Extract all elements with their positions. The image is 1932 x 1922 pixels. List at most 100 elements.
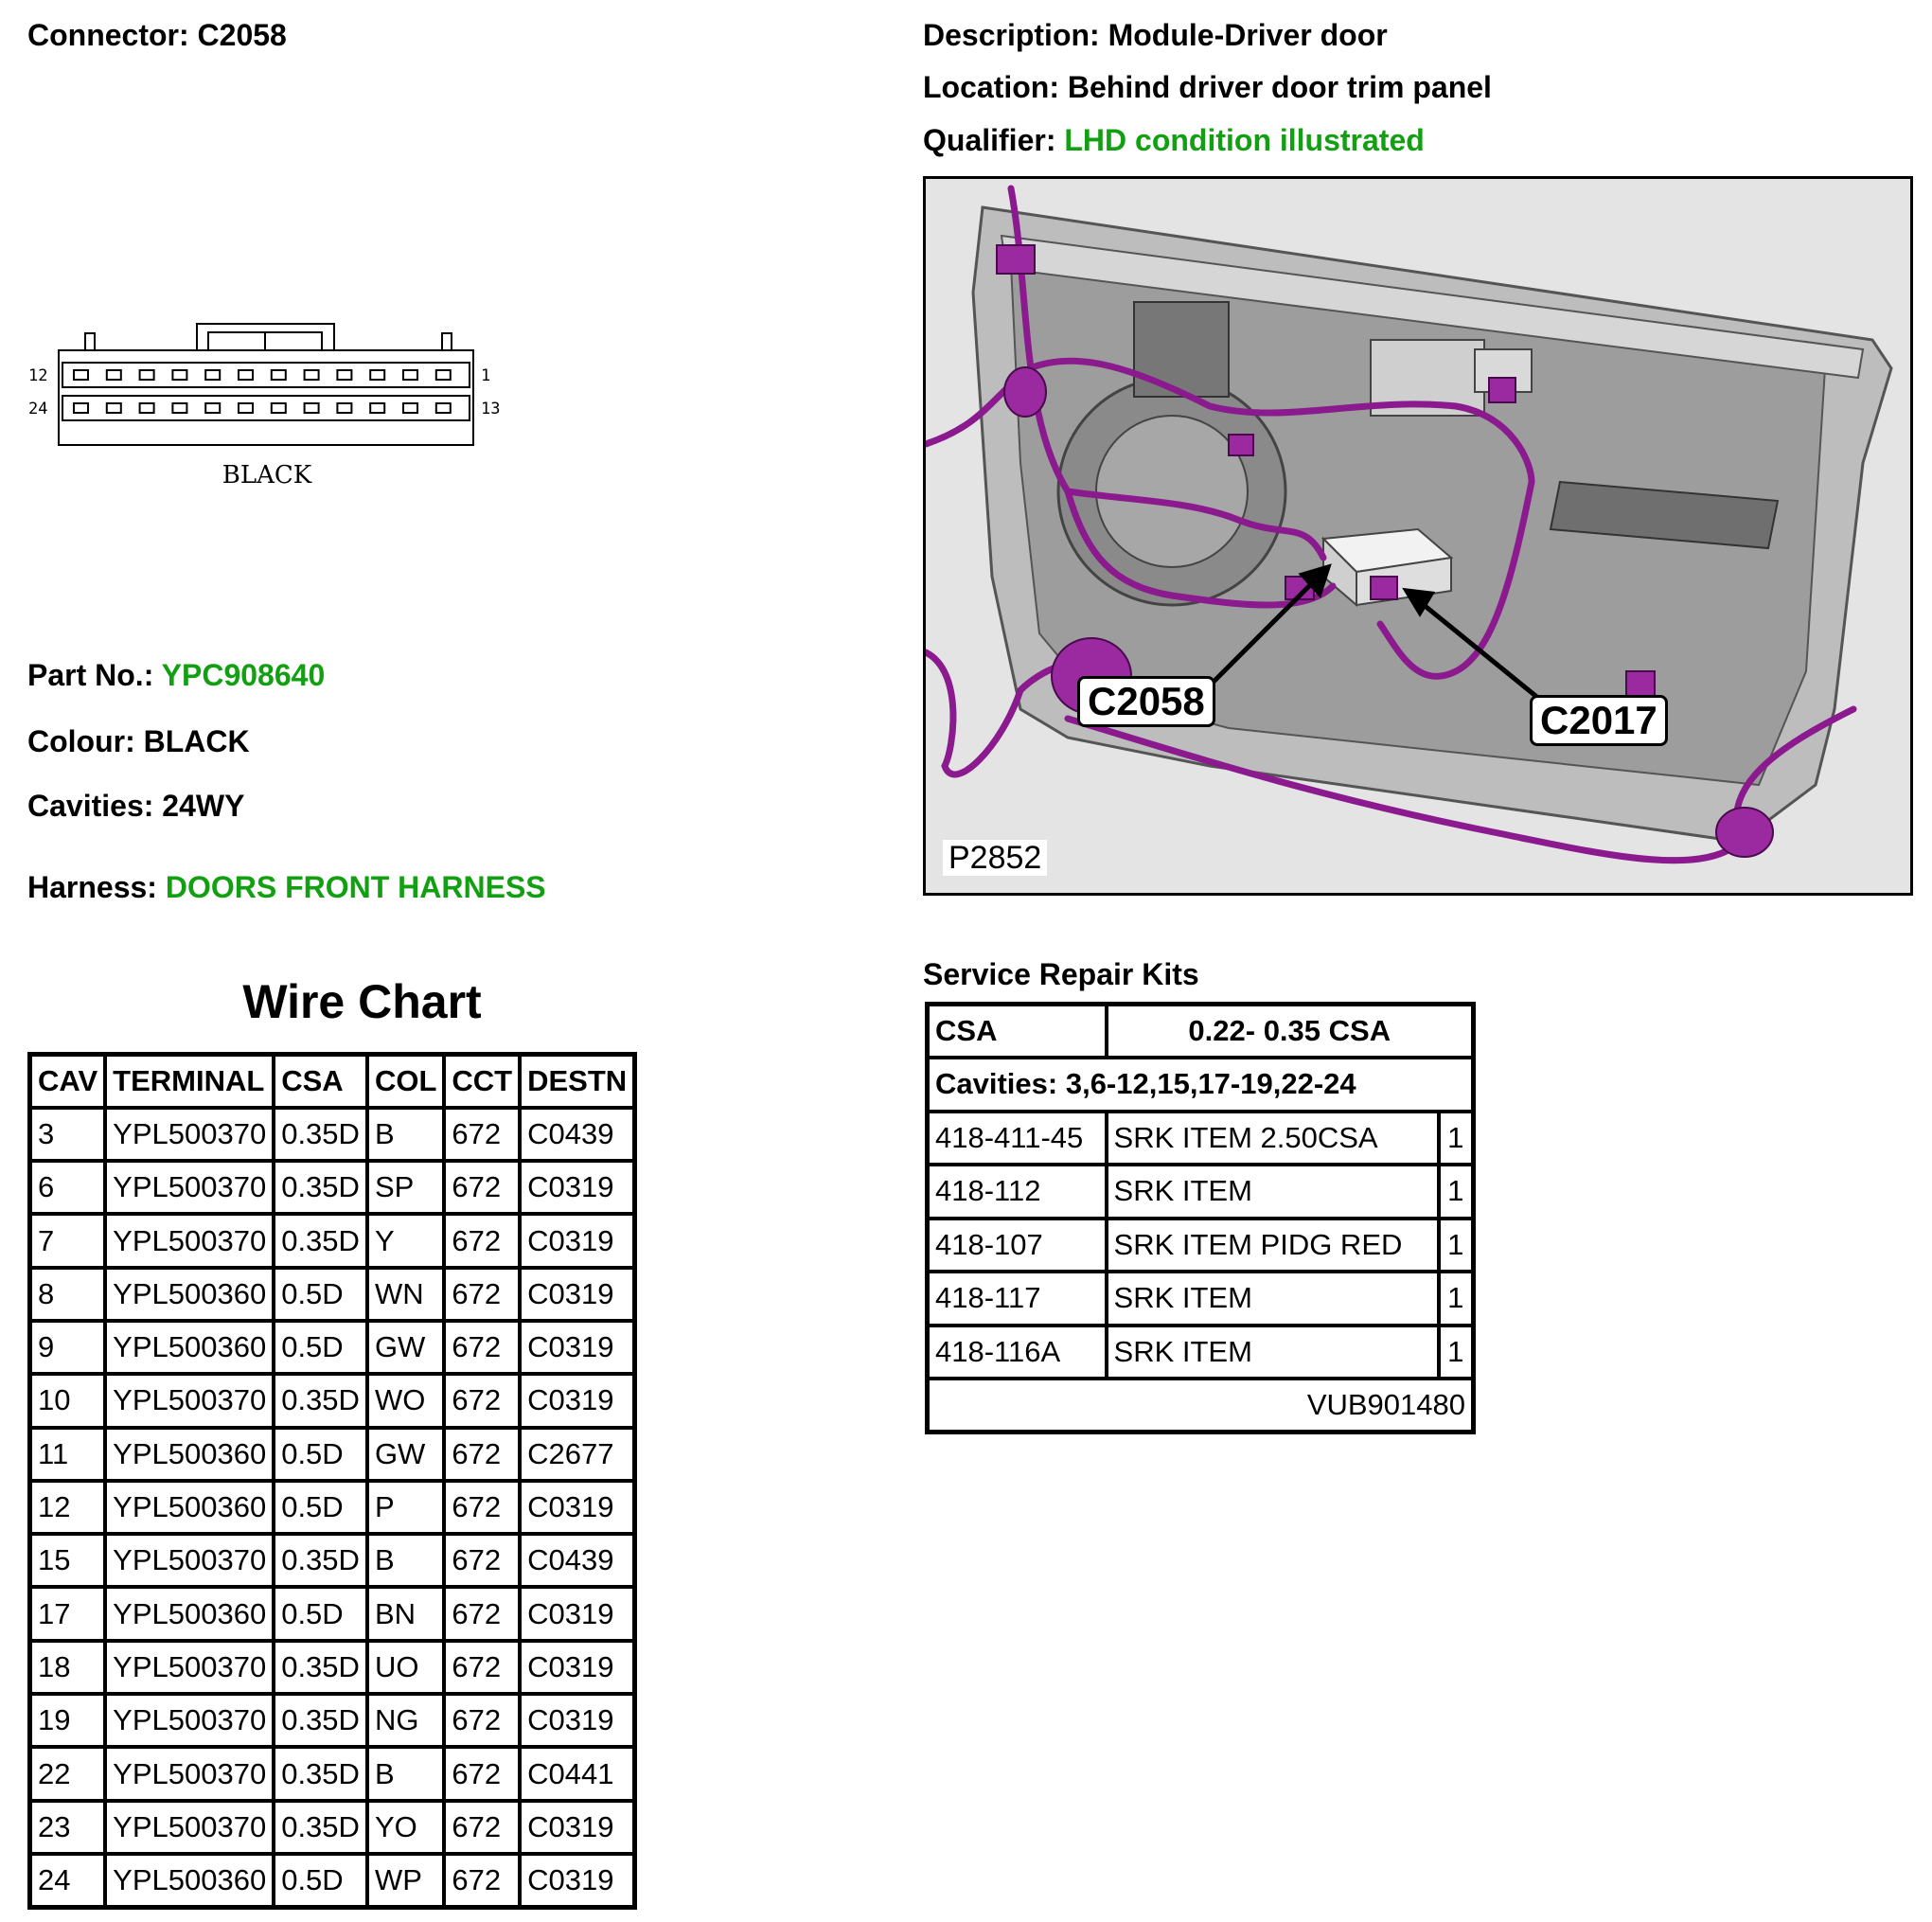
srk-title: Service Repair Kits: [923, 957, 1199, 991]
cell-destn: C0319: [518, 1585, 637, 1643]
cell-destn: C0439: [518, 1105, 637, 1164]
cell-col: NG: [364, 1692, 447, 1750]
cell-csa: 0.5D: [272, 1585, 369, 1643]
cavity: [402, 369, 418, 381]
cell-destn: C2677: [518, 1425, 637, 1483]
cell-cct: 672: [442, 1425, 523, 1483]
cavity: [105, 369, 122, 381]
wire-chart-title: Wire Chart: [242, 975, 482, 1028]
cavity: [73, 369, 89, 381]
cell-destn: C0319: [518, 1851, 637, 1910]
cavity: [204, 369, 222, 381]
srk-item-qty: 1: [1436, 1216, 1476, 1273]
pin-label-1: 1: [481, 366, 490, 385]
cell-col: B: [364, 1745, 447, 1803]
cell-terminal: YPL500360: [103, 1585, 276, 1643]
description-label: Description: Module-Driver door: [923, 18, 1388, 52]
cell-cct: 672: [442, 1692, 523, 1750]
location-value: Behind driver door trim panel: [1067, 70, 1492, 104]
cell-destn: C0319: [518, 1265, 637, 1323]
cavity: [336, 402, 353, 414]
cell-terminal: YPL500370: [103, 1745, 276, 1803]
cavity: [238, 402, 254, 414]
cavity: [402, 402, 418, 414]
cell-destn: C0319: [518, 1318, 637, 1377]
cell-cct: 672: [442, 1318, 523, 1377]
srk-item-code: 418-112: [925, 1163, 1108, 1220]
cell-destn: C0319: [518, 1212, 637, 1270]
door-illustration: C2058 C2017 P2852: [923, 176, 1913, 896]
cell-csa: 0.5D: [272, 1851, 369, 1910]
srk-table: CSA 0.22- 0.35 CSA Cavities: 3,6-12,15,1…: [925, 1002, 1476, 1434]
cavity: [105, 402, 122, 414]
wire-chart-header-cct: CCT: [442, 1052, 523, 1110]
srk-item-desc: SRK ITEM PIDG RED: [1104, 1216, 1441, 1273]
cavity-row-top: [73, 369, 452, 381]
cell-csa: 0.35D: [272, 1798, 369, 1856]
cavity: [434, 369, 452, 381]
cell-csa: 0.35D: [272, 1212, 369, 1270]
cell-terminal: YPL500370: [103, 1692, 276, 1750]
part-no-label: Part No.: YPC908640: [27, 658, 326, 692]
cell-cav: 8: [27, 1265, 108, 1323]
cell-col: WN: [364, 1265, 447, 1323]
cell-terminal: YPL500370: [103, 1798, 276, 1856]
srk-cavities: Cavities: 3,6-12,15,17-19,22-24: [925, 1056, 1476, 1113]
cell-cav: 7: [27, 1212, 108, 1270]
harness-label: Harness: DOORS FRONT HARNESS: [27, 870, 546, 904]
cell-cav: 6: [27, 1159, 108, 1217]
cavity: [303, 402, 320, 414]
srk-item-code: 418-116A: [925, 1323, 1108, 1380]
cell-csa: 0.35D: [272, 1638, 369, 1697]
cavity: [434, 402, 452, 414]
cell-cav: 22: [27, 1745, 108, 1803]
srk-footer-row: VUB901480: [925, 1377, 1476, 1434]
cavity: [73, 402, 89, 414]
cell-csa: 0.5D: [272, 1425, 369, 1483]
cavity: [204, 402, 222, 414]
cell-destn: C0319: [518, 1692, 637, 1750]
srk-header-csa: CSA: [925, 1002, 1108, 1059]
cell-cct: 672: [442, 1105, 523, 1164]
cell-col: GW: [364, 1425, 447, 1483]
illustration-reference: P2852: [943, 840, 1048, 876]
cavity: [138, 402, 155, 414]
cell-csa: 0.35D: [272, 1745, 369, 1803]
cell-cav: 11: [27, 1425, 108, 1483]
cavity: [238, 369, 254, 381]
cell-csa: 0.5D: [272, 1265, 369, 1323]
cell-cct: 672: [442, 1478, 523, 1537]
cavity: [303, 369, 320, 381]
srk-cavities-row: Cavities: 3,6-12,15,17-19,22-24: [925, 1056, 1476, 1113]
cell-col: Y: [364, 1212, 447, 1270]
cavity: [138, 369, 155, 381]
srk-header-range: 0.22- 0.35 CSA: [1104, 1002, 1476, 1059]
qualifier-label: Qualifier: LHD condition illustrated: [923, 123, 1425, 157]
connector-colour-caption: BLACK: [222, 461, 312, 489]
cell-terminal: YPL500360: [103, 1318, 276, 1377]
cell-cav: 18: [27, 1638, 108, 1697]
wire-chart-header-terminal: TERMINAL: [103, 1052, 276, 1110]
cell-col: YO: [364, 1798, 447, 1856]
cell-col: WO: [364, 1372, 447, 1430]
connector-face-diagram: 12 1 24 13 BLACK: [28, 323, 500, 489]
cell-col: P: [364, 1478, 447, 1537]
cavity: [369, 402, 386, 414]
cell-destn: C0319: [518, 1372, 637, 1430]
cell-cav: 9: [27, 1318, 108, 1377]
cell-terminal: YPL500360: [103, 1265, 276, 1323]
cell-csa: 0.35D: [272, 1372, 369, 1430]
cell-terminal: YPL500360: [103, 1425, 276, 1483]
qualifier-value: LHD condition illustrated: [1064, 123, 1425, 157]
cell-destn: C0319: [518, 1159, 637, 1217]
